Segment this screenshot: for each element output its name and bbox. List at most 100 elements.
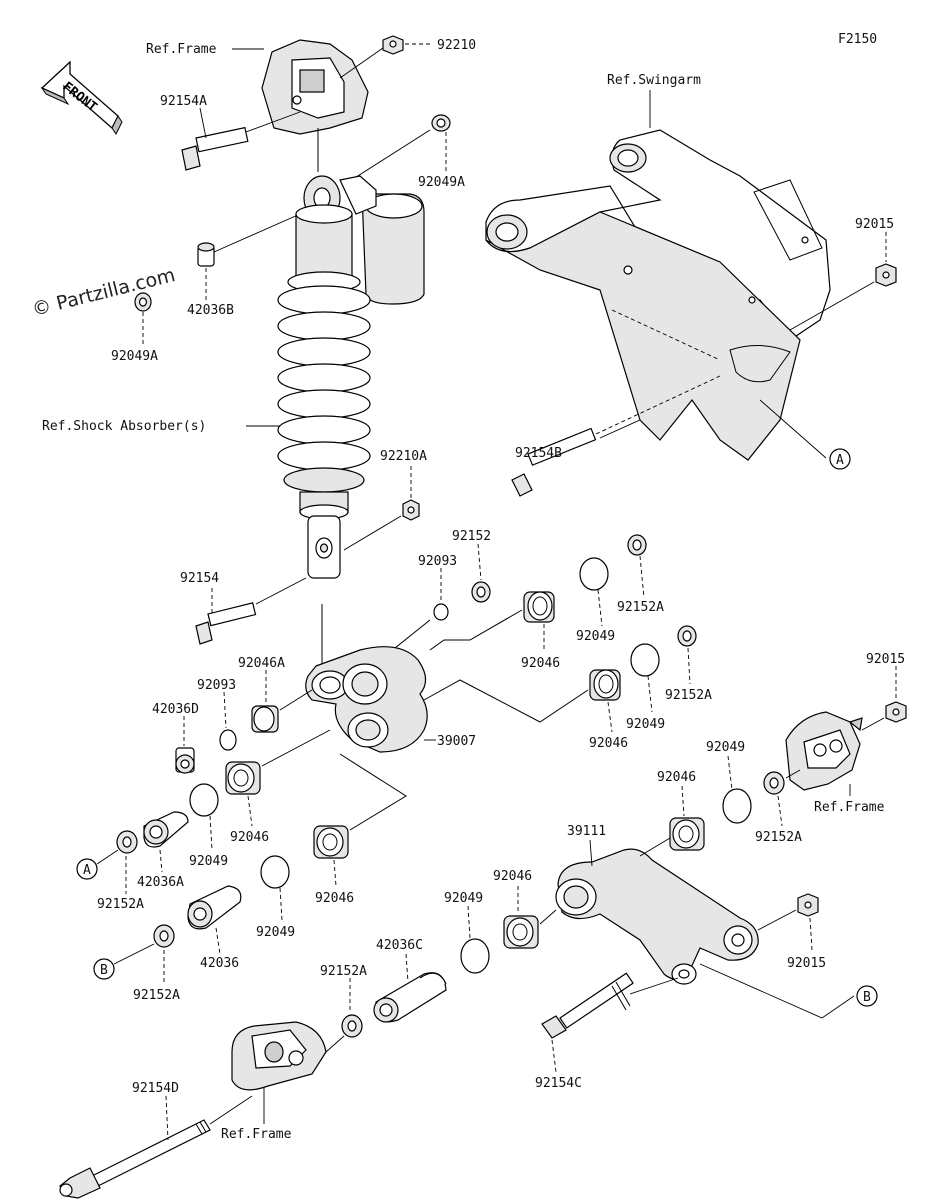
label-42036A: 42036A (137, 875, 184, 890)
label-42036C: 42036C (376, 938, 423, 953)
label-39007: 39007 (437, 734, 476, 749)
ref-shock-absorber: Ref.Shock Absorber(s) (42, 419, 206, 434)
seal-92049-1 (579, 557, 609, 591)
label-92152A-1: 92152A (617, 600, 664, 615)
label-92152A-2: 92152A (665, 688, 712, 703)
callout-a-right (829, 448, 851, 470)
label-92152A-5: 92152A (133, 988, 180, 1003)
washer-92049A-top (431, 114, 451, 132)
bearing-92046-4 (313, 825, 349, 859)
rod-39111 (555, 848, 759, 985)
label-92152A-3: 92152A (755, 830, 802, 845)
label-92152A-4: 92152A (97, 897, 144, 912)
bolt-92154A (181, 126, 249, 171)
label-92015-mid: 92015 (866, 652, 905, 667)
label-92046-1: 92046 (521, 656, 560, 671)
ref-swingarm: Ref.Swingarm (607, 73, 701, 88)
seal-92049-4 (260, 855, 290, 889)
bolt-92154C (541, 972, 634, 1039)
label-42036: 42036 (200, 956, 239, 971)
label-92210A: 92210A (380, 449, 427, 464)
seal-92049-2 (630, 643, 660, 677)
bearing-92046-3 (225, 761, 261, 795)
bearing-92046-1 (523, 591, 555, 623)
washer-92152A-3 (763, 771, 785, 795)
swingarm (485, 129, 831, 461)
washer-92152 (471, 581, 491, 603)
nut-92210 (382, 35, 404, 55)
nut-92210A (402, 499, 420, 521)
collar-42036C (373, 972, 447, 1023)
bolt-92154B (511, 427, 597, 497)
callout-a-right-label: A (836, 453, 844, 468)
label-92154D: 92154D (132, 1081, 179, 1096)
callout-b-right (856, 985, 878, 1007)
collar-42036 (187, 885, 242, 930)
ref-frame-top: Ref.Frame (146, 42, 217, 57)
label-92049-3: 92049 (189, 854, 228, 869)
label-92049-6: 92049 (444, 891, 483, 906)
seal-92049-6 (460, 938, 490, 974)
watermark: © Partzilla.com (30, 264, 178, 321)
bearing-92046-5 (669, 817, 705, 851)
nut-92015-top (875, 263, 897, 287)
label-92093: 92093 (197, 678, 236, 693)
label-92152A-6: 92152A (320, 964, 367, 979)
label-42036D: 42036D (152, 702, 199, 717)
label-92154B: 92154B (515, 446, 562, 461)
oring-92093-top (433, 603, 449, 621)
label-92154A: 92154A (160, 94, 207, 109)
callout-a-left (76, 858, 98, 880)
nut-92015-mid (885, 701, 907, 723)
label-42036B: 42036B (187, 303, 234, 318)
ref-frame-right: Ref.Frame (814, 800, 885, 815)
figure-code: F2150 (838, 32, 877, 47)
label-92154: 92154 (180, 571, 219, 586)
label-92015-top: 92015 (855, 217, 894, 232)
label-92049-1: 92049 (576, 629, 615, 644)
oring-92093 (219, 729, 237, 751)
label-92049A-top: 92049A (418, 175, 465, 190)
ref-frame-bottom: Ref.Frame (221, 1127, 292, 1142)
callout-b-left-label: B (100, 963, 108, 978)
washer-92049A-left (134, 292, 152, 312)
bolt-92154D (59, 1119, 211, 1199)
collar-42036D (175, 747, 195, 774)
label-92046-5: 92046 (657, 770, 696, 785)
label-92210: 92210 (437, 38, 476, 53)
seal-92049-3 (189, 783, 219, 817)
label-92049-5: 92049 (706, 740, 745, 755)
label-92046A: 92046A (238, 656, 285, 671)
collar-42036B (197, 242, 215, 267)
callout-b-right-label: B (863, 990, 871, 1005)
washer-92152A-1 (627, 534, 647, 556)
label-92093-top: 92093 (418, 554, 457, 569)
washer-92152A-4 (116, 830, 138, 854)
label-92046-6: 92046 (493, 869, 532, 884)
frame-bracket-top (261, 39, 369, 172)
bearing-92046-2 (589, 669, 621, 701)
shock-absorber (277, 175, 425, 579)
bolt-92154 (195, 602, 257, 645)
bearing-92046A (251, 705, 279, 733)
label-39111: 39111 (567, 824, 606, 839)
link-39007 (305, 646, 428, 753)
label-92049-2: 92049 (626, 717, 665, 732)
washer-92152A-5 (153, 924, 175, 948)
label-92046-4: 92046 (315, 891, 354, 906)
front-arrow-icon: FRONT (40, 60, 123, 135)
callout-b-left (93, 958, 115, 980)
frame-bracket-bottom (231, 1021, 327, 1091)
collar-42036A (143, 811, 189, 848)
seal-92049-5 (722, 788, 752, 824)
nut-92015-bottom (797, 893, 819, 917)
callout-a-left-label: A (83, 863, 91, 878)
label-92046-3: 92046 (230, 830, 269, 845)
bearing-92046-6 (503, 915, 539, 949)
label-92046-2: 92046 (589, 736, 628, 751)
label-92049-4: 92049 (256, 925, 295, 940)
label-92049A-left: 92049A (111, 349, 158, 364)
washer-92152A-2 (677, 625, 697, 647)
label-92015-bottom: 92015 (787, 956, 826, 971)
